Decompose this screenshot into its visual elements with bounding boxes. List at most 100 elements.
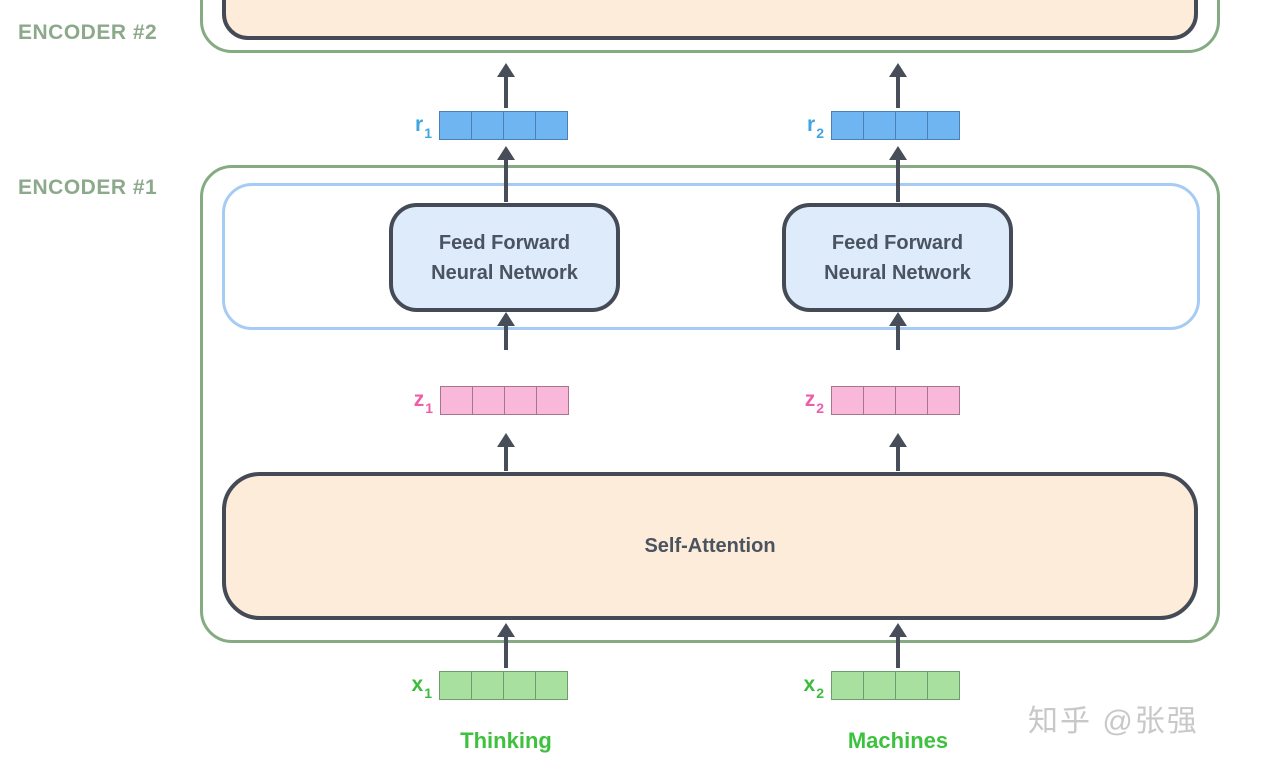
vector-x2-label: x2 (803, 672, 824, 701)
vector-cell (534, 111, 569, 140)
arrow-ffnn2-to-r2-icon (889, 146, 907, 202)
vector-x2-label-sub: 2 (816, 684, 824, 701)
arrow-head-icon (889, 433, 907, 447)
arrow-head-icon (889, 63, 907, 77)
vector-cell (862, 671, 897, 700)
vector-x2-label-base: x (803, 672, 816, 696)
arrow-head-icon (497, 312, 515, 326)
vector-r2-label: r2 (807, 112, 824, 141)
vector-r1-label: r1 (415, 112, 432, 141)
feed-forward-box-1: Feed Forward Neural Network (389, 203, 620, 312)
vector-z1-label-base: z (413, 387, 425, 411)
vector-x2: x2 (804, 671, 961, 701)
feed-forward-box-2: Feed Forward Neural Network (782, 203, 1013, 312)
vector-cell (470, 671, 505, 700)
arrow-shaft (895, 326, 901, 350)
arrow-shaft (895, 77, 901, 108)
self-attention-label: Self-Attention (644, 534, 776, 557)
vector-cell (503, 386, 538, 415)
vector-x2-cells (831, 671, 961, 700)
arrow-shaft (503, 326, 509, 350)
arrow-z1-to-ffnn1-icon (497, 312, 515, 350)
vector-z1-label-sub: 1 (425, 399, 433, 416)
vector-cell (470, 111, 505, 140)
arrow-r2-to-encoder2-icon (889, 63, 907, 108)
vector-x1-label-base: x (411, 672, 424, 696)
vector-cell (862, 111, 897, 140)
vector-x1-label: x1 (411, 672, 432, 701)
vector-cell (894, 671, 929, 700)
arrow-selfattn-to-z2-icon (889, 433, 907, 471)
vector-cell (926, 386, 961, 415)
vector-cell (831, 671, 865, 700)
vector-x1: x1 (412, 671, 569, 701)
vector-cell (894, 111, 929, 140)
arrow-r1-to-encoder2-icon (497, 63, 515, 108)
vector-cell (535, 386, 570, 415)
arrow-shaft (503, 637, 509, 668)
arrow-shaft (895, 160, 901, 202)
vector-cell (439, 671, 473, 700)
vector-z2-label: z2 (804, 387, 824, 416)
watermark-text: 知乎 @张强 (1028, 705, 1199, 738)
arrow-shaft (895, 447, 901, 471)
feed-forward-box-2-line1: Feed Forward (831, 231, 964, 254)
vector-r1-label-sub: 1 (424, 124, 432, 141)
vector-cell (831, 111, 865, 140)
vector-r2-cells (831, 111, 961, 140)
vector-cell (471, 386, 506, 415)
arrow-x1-to-selfattn-icon (497, 623, 515, 668)
arrow-head-icon (497, 623, 515, 637)
encoder2-label: ENCODER #2 (18, 21, 158, 44)
vector-cell (534, 671, 569, 700)
arrow-head-icon (497, 146, 515, 160)
vector-cell (440, 386, 474, 415)
arrow-head-icon (497, 63, 515, 77)
input-token-machines: Machines (847, 728, 949, 753)
arrow-ffnn1-to-r1-icon (497, 146, 515, 202)
arrow-z2-to-ffnn2-icon (889, 312, 907, 350)
vector-cell (502, 111, 537, 140)
arrow-shaft (503, 447, 509, 471)
vector-z1-label: z1 (413, 387, 433, 416)
arrow-head-icon (889, 623, 907, 637)
vector-cell (439, 111, 473, 140)
vector-cell (502, 671, 537, 700)
vector-cell (831, 386, 865, 415)
arrow-selfattn-to-z1-icon (497, 433, 515, 471)
feed-forward-box-2-line2: Neural Network (824, 261, 971, 284)
add-normalize-outline (222, 183, 1200, 330)
vector-cell (926, 671, 961, 700)
vector-x1-cells (439, 671, 569, 700)
vector-cell (926, 111, 961, 140)
vector-r2-label-base: r (807, 112, 816, 136)
arrow-head-icon (497, 433, 515, 447)
encoder1-box (200, 165, 1220, 643)
arrow-head-icon (889, 312, 907, 326)
arrow-shaft (895, 637, 901, 668)
encoder2-self-attention-box (222, 0, 1198, 40)
encoder2-box (200, 0, 1220, 53)
input-token-thinking: Thinking (460, 728, 552, 753)
vector-z1: z1 (414, 386, 570, 416)
vector-r1-cells (439, 111, 569, 140)
arrow-head-icon (889, 146, 907, 160)
vector-r2-label-sub: 2 (816, 124, 824, 141)
vector-r2: r2 (807, 111, 961, 141)
arrow-x2-to-selfattn-icon (889, 623, 907, 668)
vector-z2: z2 (805, 386, 961, 416)
arrow-shaft (503, 77, 509, 108)
arrow-shaft (503, 160, 509, 202)
vector-z2-label-base: z (804, 387, 816, 411)
vector-z2-label-sub: 2 (816, 399, 824, 416)
vector-z2-cells (831, 386, 961, 415)
feed-forward-box-1-line1: Feed Forward (438, 231, 571, 254)
self-attention-box: Self-Attention (222, 472, 1198, 620)
vector-r1-label-base: r (415, 112, 424, 136)
vector-z1-cells (440, 386, 570, 415)
vector-cell (894, 386, 929, 415)
encoder1-label: ENCODER #1 (18, 176, 158, 199)
vector-cell (862, 386, 897, 415)
vector-x1-label-sub: 1 (424, 684, 432, 701)
